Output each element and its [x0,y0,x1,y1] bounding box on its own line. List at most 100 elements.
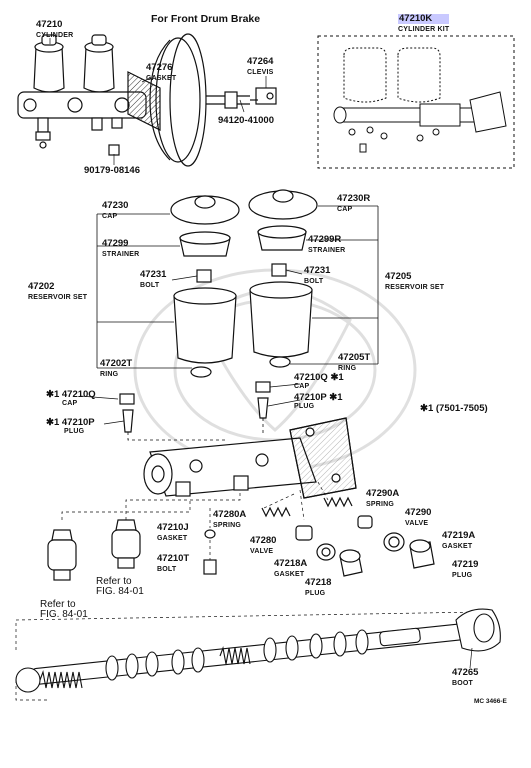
refer-figure: FIG. 84-01 [96,586,144,597]
label-ring-right: 47205T RING [338,353,370,373]
label-gasket-j: 47210J GASKET [157,523,189,543]
part-number: 47231 [304,265,331,276]
part-number: 47299 [102,238,129,249]
label-cap-right: 47230R CAP [337,194,370,214]
label-bolt-94120: 94120-41000 [218,116,274,126]
label-strainer-left: 47299 STRAINER [102,239,139,259]
part-number: 47205 [385,271,412,282]
part-name: BOLT [304,278,324,285]
label-cap-left: 47230 CAP [102,201,128,221]
reservoir-brackets [79,205,379,441]
part-number: 47202 [28,281,55,292]
part-name: BOLT [157,566,177,573]
footnote-text: (7501-7505) [435,403,488,414]
part-number: 47230 [102,200,129,211]
part-number: 47210J [157,522,189,533]
part-name: CLEVIS [247,69,274,76]
figure-code: MC 3466-E [474,698,507,705]
label-boot: 47265 BOOT [452,668,478,688]
refer-line: Refer to [40,599,76,610]
part-number-highlighted: 47210K [398,14,450,24]
part-number: 47290A [366,488,400,499]
part-name: RESERVOIR SET [385,284,445,291]
label-valve-290: 47290 VALVE [405,508,431,528]
label-cylinder-kit: 47210K CYLINDER KIT [398,14,450,34]
body-dashed-leaders [15,481,481,701]
part-number: 47210Q [61,389,96,400]
part-name: SPRING [366,501,395,508]
part-name: CAP [102,213,118,220]
label-gasket-booster: 47276 GASKET [146,63,176,83]
part-name: VALVE [250,548,274,555]
part-name: PLUG [305,590,326,597]
label-plug-90179: 90179-08146 [84,166,140,176]
part-name: CAP [294,383,310,390]
label-plug-p-left: ✱1 47210P PLUG [46,418,95,436]
part-name: PLUG [452,572,473,579]
label-valve-280: 47280 VALVE [250,536,276,556]
part-number: 94120-41000 [218,115,274,126]
label-ring-left: 47202T RING [100,359,132,379]
label-gasket-219a: 47219A GASKET [442,531,475,551]
part-name: PLUG [294,403,315,410]
label-cap-q-right: 47210Q ✱1 CAP [294,373,344,391]
part-number: 47230R [337,193,371,204]
cylinder-kit-box [317,35,515,169]
part-number: 47210Q [294,372,328,383]
footnote-mark: ✱1 [420,403,434,414]
part-number: 47210P [294,392,327,403]
part-number: 47210T [157,553,190,564]
reservoir-parts [119,189,318,433]
part-name: STRAINER [102,251,140,258]
part-number: 47202T [100,358,133,369]
part-number: 47205T [338,352,371,363]
label-plug-p-right: 47210P ✱1 PLUG [294,393,342,411]
label-cylinder: 47210 CYLINDER [36,20,73,40]
label-strainer-right: 47299R STRAINER [308,235,345,255]
part-name: CYLINDER KIT [398,26,450,33]
label-cap-q-left: ✱1 47210Q CAP [46,390,96,408]
refer-figure: FIG. 84-01 [40,609,88,620]
part-name: RING [338,365,357,372]
label-spring-280a: 47280A SPRING [213,510,246,530]
part-number: 47264 [247,56,274,67]
part-name: STRAINER [308,247,346,254]
label-bolt-t: 47210T BOLT [157,554,189,574]
boot-leader [469,647,473,669]
part-number: 47218A [274,558,308,569]
part-number: 47219 [452,559,479,570]
label-reservoir-left: 47202 RESERVOIR SET [28,282,87,302]
footnote-mark: ✱1 [330,372,344,383]
label-clevis: 47264 CLEVIS [247,57,273,77]
label-spring-290a: 47290A SPRING [366,489,399,509]
part-name: GASKET [157,535,188,542]
page-title: For Front Drum Brake [151,13,261,25]
part-number: 47280A [213,509,247,520]
part-number: 47280 [250,535,277,546]
part-number: 47210P [61,417,95,428]
label-bolt-left: 47231 BOLT [140,270,166,290]
part-number: 47299R [308,234,342,245]
footnote-mark: ✱1 [329,392,343,403]
label-bolt-right: 47231 BOLT [304,266,330,286]
refer-line: Refer to [96,576,132,587]
footnote-mark: ✱1 [46,417,60,428]
part-name: GASKET [274,571,305,578]
part-name: PLUG [64,428,85,435]
part-name: VALVE [405,520,429,527]
label-reservoir-right: 47205 RESERVOIR SET [385,272,444,292]
part-number: 47218 [305,577,332,588]
part-number: 90179-08146 [84,165,140,176]
footnote-mark: ✱1 [46,389,60,400]
part-name: CAP [337,206,353,213]
label-plug-218: 47218 PLUG [305,578,331,598]
leader-lines-top [49,38,267,165]
label-refer-1: Refer to FIG. 84-01 [40,600,88,620]
part-name: BOLT [140,282,160,289]
lower-parts [47,496,435,581]
part-number: 47219A [442,530,476,541]
part-number: 47276 [146,62,173,73]
part-name: GASKET [146,75,177,82]
part-name: CYLINDER [36,32,74,39]
